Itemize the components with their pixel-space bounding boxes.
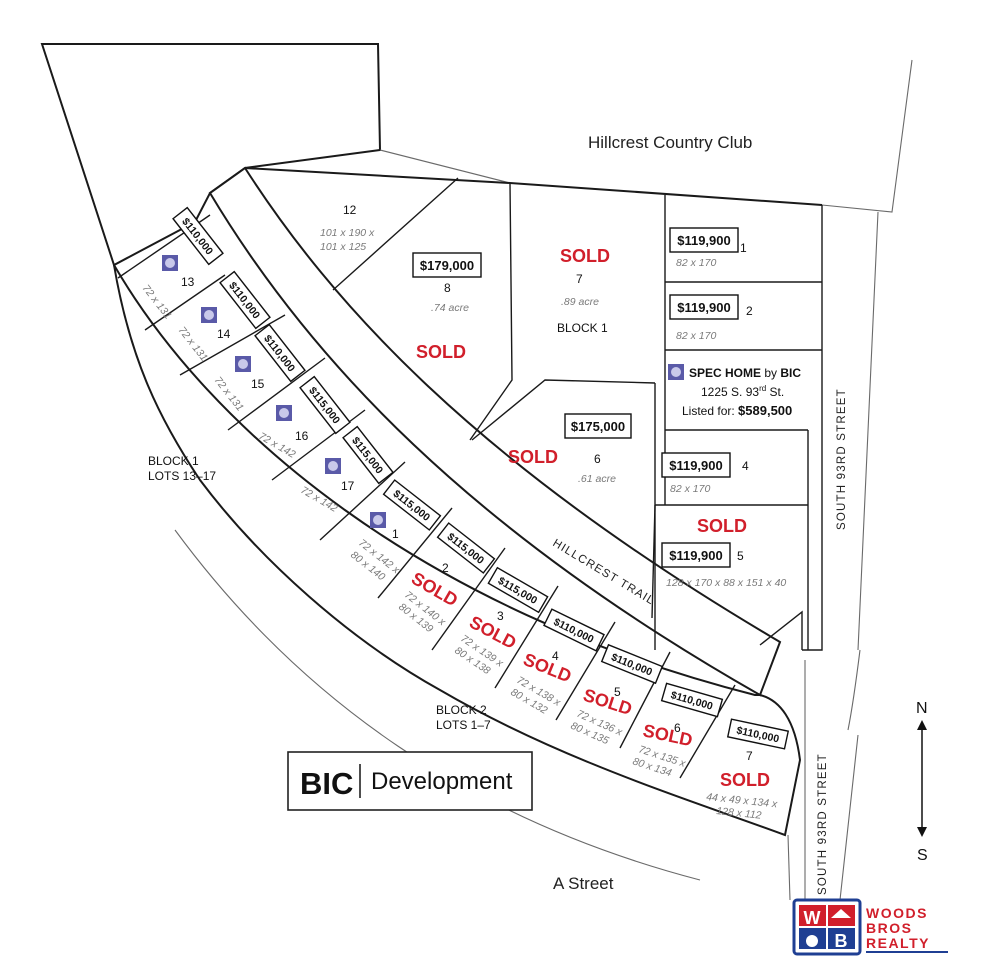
south-93rd-street-lines (787, 211, 879, 901)
b1lot4-price: $119,900 (669, 458, 723, 473)
block2-label-a: BLOCK 2 (436, 703, 487, 717)
lot16: $115,000 16 72 x 142 (257, 375, 351, 461)
lot15-number: 15 (251, 377, 265, 391)
b2lot4-number: 4 (552, 649, 559, 663)
a-street-label: A Street (553, 874, 614, 893)
lot17-number: 17 (341, 479, 355, 493)
b2lot7-number: 7 (746, 749, 753, 763)
block1-left-label-b: LOTS 13–17 (148, 469, 216, 483)
b1lot4-price-box (661, 452, 731, 478)
lot8-price: $179,000 (420, 258, 474, 273)
spec-home-address: 1225 S. 93rd St. (701, 384, 784, 399)
lot7-number: 7 (576, 272, 583, 286)
lot13-dim: 72 x 131 (140, 282, 174, 321)
b1lot2-dim: 82 x 170 (676, 330, 716, 342)
block1-north-line (244, 167, 823, 206)
lot17-dim: 72 x 142 (299, 484, 340, 515)
lot6-price: $175,000 (571, 419, 625, 434)
lot13-number: 13 (181, 275, 195, 289)
b2lot5-number: 5 (614, 685, 621, 699)
b1lot1-number: 1 (740, 241, 747, 255)
b1lot1-dim: 82 x 170 (676, 257, 716, 269)
b2lot1-number: 1 (392, 527, 399, 541)
b1lot5-sold: SOLD (697, 516, 747, 536)
b2lot6: $110,000 6 SOLD 72 x 135 x 80 x 134 (631, 682, 724, 779)
block1-lot6-east (651, 504, 656, 619)
block1-left-label-a: BLOCK 1 (148, 454, 199, 468)
house-icon (831, 909, 851, 918)
b2lot3-number: 3 (497, 609, 504, 623)
b2lot7: $110,000 7 SOLD 44 x 49 x 134 x 128 x 11… (706, 718, 790, 822)
b2lot5: $110,000 5 SOLD 72 x 136 x 80 x 135 (569, 643, 664, 747)
b1lot5-dim: 128 x 170 x 88 x 151 x 40 (666, 577, 786, 589)
b2lot2-number: 2 (442, 561, 449, 575)
b1lot5-price-box (661, 542, 731, 568)
lot6-price-box (564, 413, 632, 439)
spec-home-badge-icon (668, 364, 684, 380)
spec-home-listed: Listed for: $589,500 (682, 403, 792, 418)
lot8-dim: .74 acre (431, 302, 469, 314)
compass-south: S (917, 847, 928, 864)
lot8-price-box (412, 252, 482, 278)
country-club-label: Hillcrest Country Club (588, 133, 752, 152)
tree-icon (806, 935, 818, 947)
bic-development-logo: BIC Development (287, 751, 533, 811)
lot17: $115,000 17 72 x 142 (299, 425, 394, 515)
b1lot1-price: $119,900 (677, 233, 731, 248)
south-93rd-label-bottom: SOUTH 93RD STREET (817, 753, 829, 895)
realty-line-3: REALTY (866, 935, 930, 951)
spec-home-title: SPEC HOME by BIC (689, 366, 801, 380)
compass: N S (916, 700, 928, 864)
lots13-17-dividers (117, 214, 406, 541)
block2-dividers (377, 507, 736, 779)
lot7-sold: SOLD (560, 246, 610, 266)
b1lot2-price: $119,900 (677, 300, 731, 315)
lot6-dim: .61 acre (578, 473, 616, 485)
lot14-dim: 72 x 131 (176, 324, 210, 363)
compass-north: N (916, 700, 928, 717)
hillcrest-trail-road (208, 166, 782, 697)
b1lot4-number: 4 (742, 459, 749, 473)
b1lot5-number: 5 (737, 549, 744, 563)
development-logo-text: Development (371, 768, 513, 795)
b2lot6-number: 6 (674, 721, 681, 735)
south-93rd-label-top: SOUTH 93RD STREET (836, 388, 848, 530)
b1lot1-price-box (669, 227, 739, 253)
b1lot2-number: 2 (746, 304, 753, 318)
wb-logo-b: B (835, 931, 848, 951)
lot15-dim: 72 x 131 (212, 374, 246, 413)
b2lot7-dim2: 128 x 112 (716, 805, 763, 822)
b1lot5-price: $119,900 (669, 548, 723, 563)
wb-logo-w: W (804, 908, 821, 928)
realty-line-2: BROS (866, 920, 912, 936)
realty-line-1: WOODS (866, 905, 928, 921)
b2lot7-sold: SOLD (720, 770, 770, 790)
lot12-dim2: 101 x 125 (320, 241, 366, 253)
b1lot2-price-box (669, 294, 739, 320)
lot6-sold: SOLD (508, 447, 558, 467)
lot6-number: 6 (594, 452, 601, 466)
b1lot4-dim: 82 x 170 (670, 483, 710, 495)
b2lot1: $115,000 1 72 x 142 x 80 x 140 (348, 479, 442, 583)
block2-label-b: LOTS 1–7 (436, 718, 491, 732)
lot8-number: 8 (444, 281, 451, 295)
block1-inner-label: BLOCK 1 (557, 321, 608, 335)
lot12-dim1: 101 x 190 x (320, 227, 375, 239)
a-street-curve (174, 529, 701, 881)
lot12-number: 12 (343, 203, 357, 217)
block2-outer-boundary (113, 264, 802, 837)
lot14-number: 14 (217, 327, 231, 341)
lot7-dim: .89 acre (561, 296, 599, 308)
bic-logo-text: BIC (300, 766, 353, 801)
woods-bros-realty-logo: W B WOODS BROS REALTY (792, 898, 948, 956)
lot8-sold: SOLD (416, 342, 466, 362)
lot16-number: 16 (295, 429, 309, 443)
